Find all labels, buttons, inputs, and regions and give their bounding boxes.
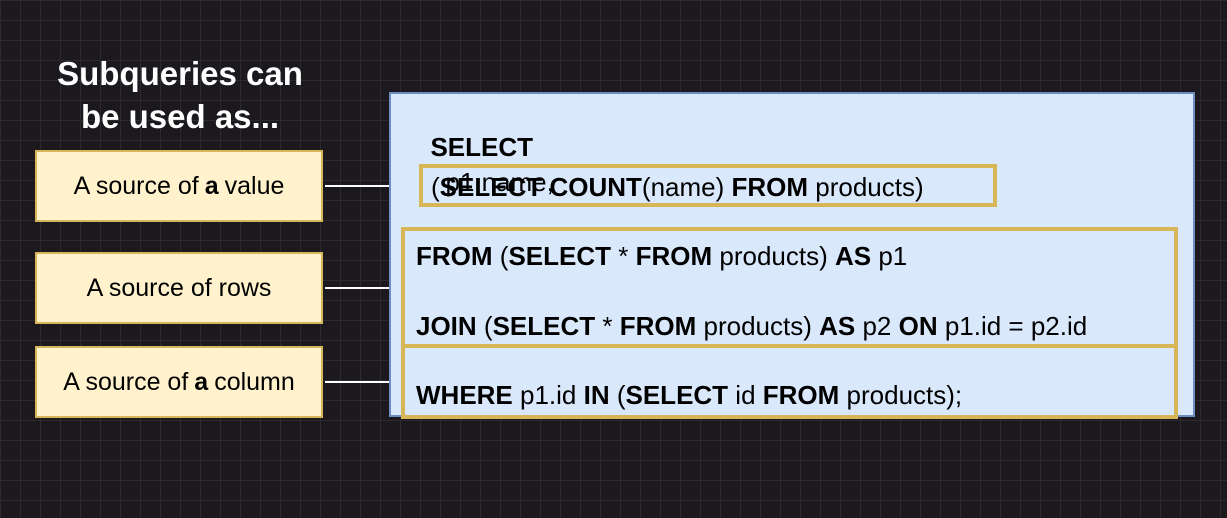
kw-on: ON — [898, 311, 938, 341]
kw-select: SELECT — [508, 241, 612, 271]
query-panel — [389, 92, 1195, 417]
code-text: p1.id = p2.id — [937, 311, 1088, 341]
kw-as: AS — [834, 241, 872, 271]
kw-from: FROM — [731, 172, 809, 202]
label-column-prefix: A source of — [63, 367, 189, 396]
code-text: products) — [808, 172, 924, 202]
code-text: (name) — [641, 172, 732, 202]
kw-where: WHERE — [416, 380, 513, 410]
code-text: * — [611, 241, 636, 271]
highlight-value-subquery — [419, 164, 997, 207]
code-name-col-text: p1.name, — [445, 167, 554, 197]
kw-join: JOIN — [416, 311, 477, 341]
label-source-of-value: A source of a value — [35, 150, 323, 222]
label-column-suffix: column — [214, 367, 295, 396]
code-text: products) — [696, 311, 820, 341]
kw-from: FROM — [762, 380, 840, 410]
code-text: products); — [839, 380, 963, 410]
code-select: SELECT — [416, 102, 533, 162]
code-text: ( — [476, 311, 493, 341]
label-value-bold: a — [204, 171, 219, 200]
code-where-line: WHERE p1.id IN (SELECT id FROM products)… — [416, 380, 962, 410]
kw-select: SELECT — [492, 311, 596, 341]
label-rows-text: A source of rows — [86, 273, 272, 302]
kw-select: SELECT — [625, 380, 729, 410]
code-text: * — [595, 311, 620, 341]
code-text: p2 — [855, 311, 899, 341]
highlight-column-subquery — [401, 344, 1178, 419]
label-column-bold: a — [194, 367, 209, 396]
code-text: ( — [492, 241, 509, 271]
label-source-of-rows: A source of rows — [35, 252, 323, 324]
code-text: ( — [431, 172, 440, 202]
label-source-of-column: A source of a column — [35, 346, 323, 418]
kw-in: IN — [583, 380, 610, 410]
code-name-column: p1.name, — [431, 137, 554, 197]
kw-as: AS — [819, 311, 856, 341]
title-line-1: Subqueries can — [57, 55, 303, 92]
code-text: p1.id — [512, 380, 584, 410]
code-text: ( — [609, 380, 626, 410]
label-value-prefix: A source of — [73, 171, 199, 200]
code-count-subquery: (SELECT COUNT(name) FROM products) — [431, 172, 924, 202]
diagram-title: Subqueries can be used as... — [20, 52, 340, 138]
kw-from: FROM — [416, 241, 493, 271]
kw-from: FROM — [635, 241, 713, 271]
kw-select-count: SELECT COUNT — [439, 172, 642, 202]
label-value-suffix: value — [224, 171, 285, 200]
code-from-line: FROM (SELECT * FROM products) AS p1 — [416, 241, 907, 271]
title-line-2: be used as... — [80, 98, 280, 135]
kw-select: SELECT — [430, 132, 534, 162]
code-text: p1 — [871, 241, 908, 271]
code-join-line: JOIN (SELECT * FROM products) AS p2 ON p… — [416, 311, 1087, 341]
code-text: products) — [712, 241, 835, 271]
code-text: id — [728, 380, 763, 410]
kw-from: FROM — [619, 311, 697, 341]
